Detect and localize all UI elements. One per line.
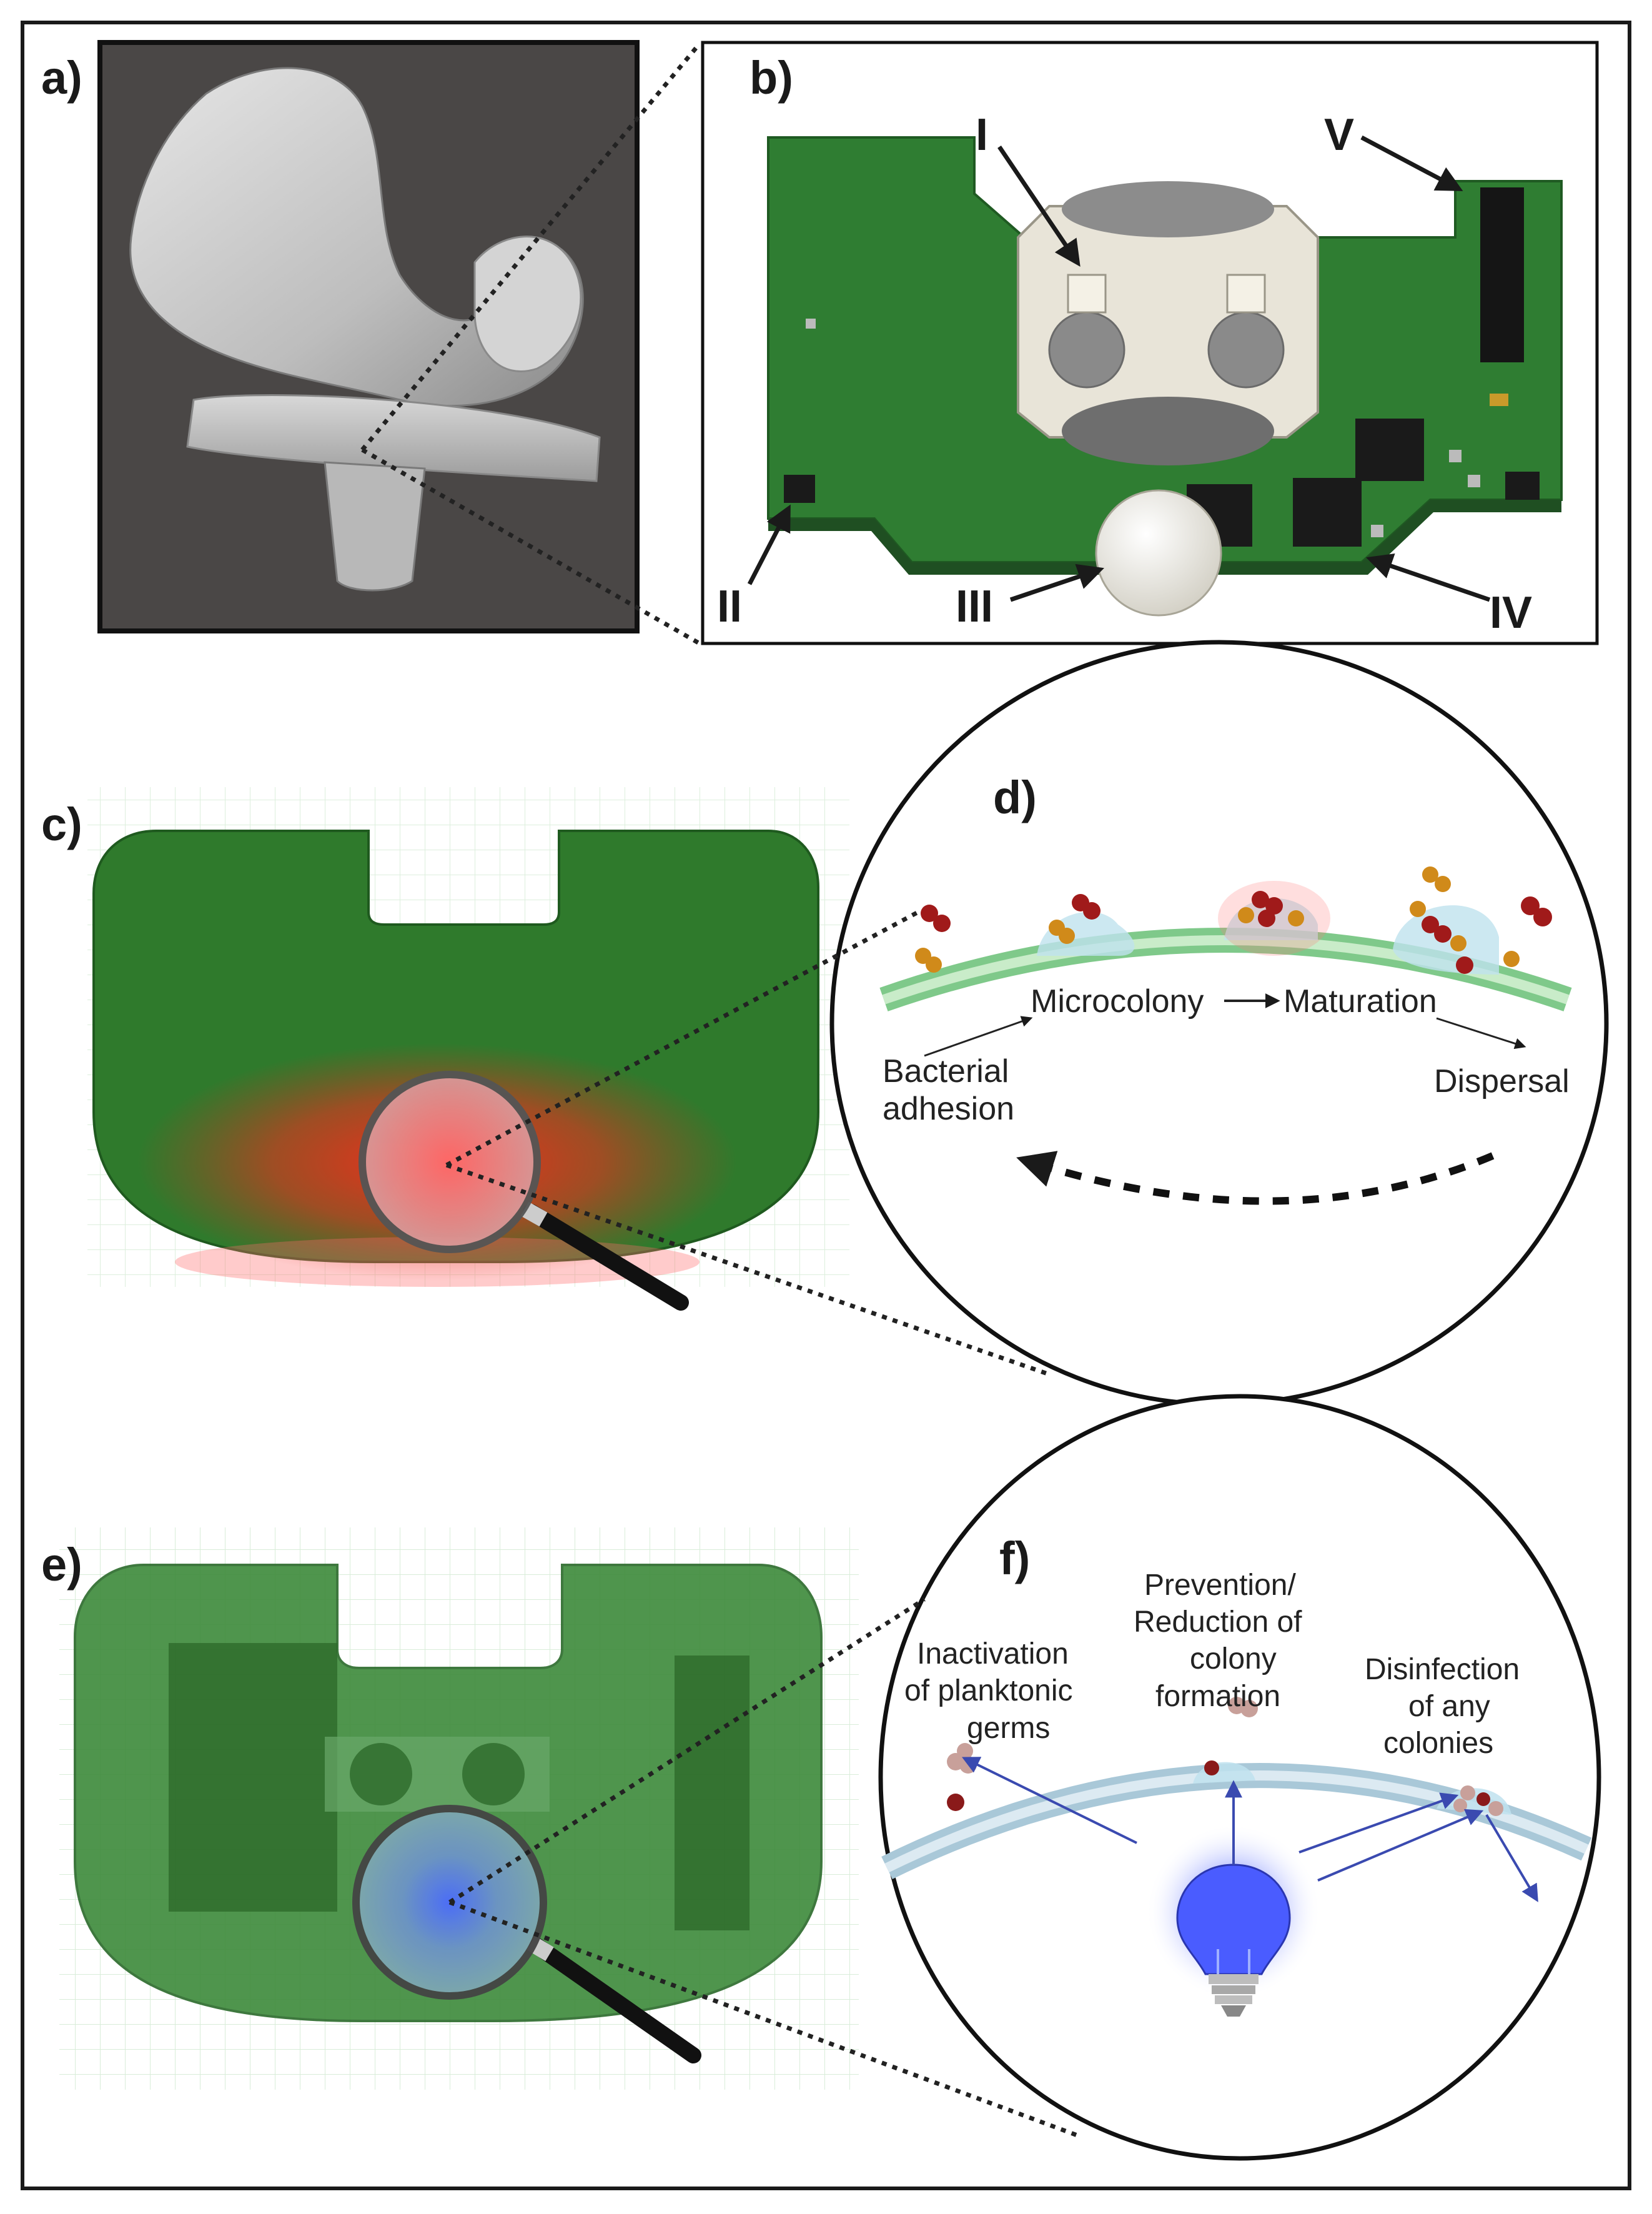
zoom-line-bottom [361, 447, 701, 646]
stage-adhesion-line2: adhesion [883, 1091, 1014, 1127]
prevention-line1: Prevention/ [1144, 1569, 1296, 1602]
stage-microcolony: Microcolony [1031, 983, 1204, 1020]
prevention-line4: formation [1155, 1680, 1280, 1713]
prevention-line3: colony [1190, 1642, 1277, 1675]
zoom-line-cd-bottom [445, 1163, 1051, 1377]
pcb-label-iii: III [956, 582, 993, 632]
panel-a-label: a) [41, 52, 82, 104]
panel-a-knee-implant: a) [41, 40, 640, 633]
panel-c-infected-implant: c) [41, 787, 849, 1311]
pcb-label-i: I [976, 110, 988, 160]
panel-f-label: f) [999, 1532, 1030, 1584]
inactivation-line3: germs [967, 1712, 1050, 1745]
panel-d-label: d) [993, 772, 1037, 823]
disinfection-line2: of any [1408, 1690, 1490, 1723]
panel-e-illuminated-implant: e) [41, 1527, 859, 2090]
inactivation-line2: of planktonic [904, 1674, 1073, 1707]
panel-d-biofilm-cycle: Bacterial adhesion Microcolony Maturatio… [829, 640, 1609, 1407]
disinfection-line1: Disinfection [1365, 1653, 1520, 1686]
panel-f-light-therapy: Inactivation of planktonic germs Prevent… [878, 1394, 1601, 2161]
panel-b-pcb: b) I II III IV V [701, 41, 1599, 645]
pcb-label-iv: IV [1490, 588, 1532, 638]
stage-dispersal: Dispersal [1434, 1063, 1570, 1100]
panel-e-label: e) [41, 1539, 82, 1591]
panel-b-label: b) [749, 52, 793, 104]
pcb-label-ii: II [717, 582, 742, 632]
pcb-label-v: V [1324, 110, 1354, 160]
inactivation-line1: Inactivation [917, 1637, 1069, 1670]
zoom-line-ef-top [448, 1597, 926, 1904]
stage-maturation: Maturation [1284, 983, 1437, 1020]
zoom-line-top [360, 42, 701, 452]
panel-c-label: c) [41, 798, 82, 850]
disinfection-line3: colonies [1383, 1727, 1493, 1760]
stage-adhesion-line1: Bacterial [883, 1053, 1009, 1090]
prevention-line2: Reduction of [1134, 1606, 1302, 1639]
